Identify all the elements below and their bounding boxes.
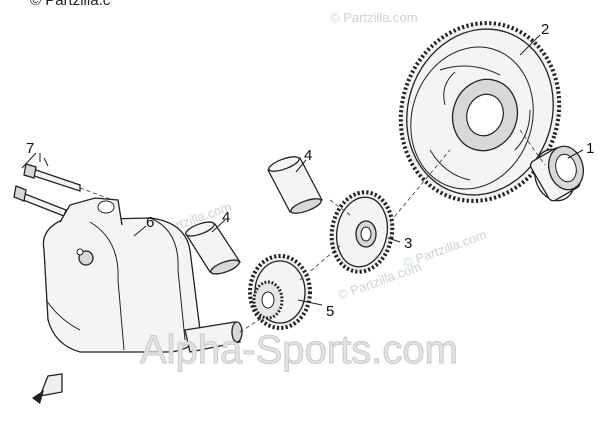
idler-gear-part: [329, 190, 395, 274]
pin-part-lower: [185, 221, 242, 275]
ring-gear-part: [398, 21, 562, 203]
leader-line-1: [567, 149, 584, 159]
leader-line-2: [519, 34, 541, 56]
callout-3: 3: [404, 235, 412, 252]
leader-line-5: [297, 299, 323, 306]
leader-line-7: [21, 152, 49, 169]
alpha-sports-watermark: Alpha-Sports.com: [140, 328, 458, 372]
callout-6: 6: [146, 214, 154, 231]
axis-line: [299, 245, 341, 281]
direction-arrow-icon: [32, 373, 63, 404]
callout-4a: 4: [304, 147, 312, 164]
bearing-part: [529, 145, 585, 202]
starter-motor-part: [42, 197, 263, 353]
leader-line-6: [133, 225, 147, 237]
callout-5: 5: [326, 303, 334, 320]
leader-line-3: [387, 237, 401, 243]
callout-1: 1: [586, 140, 594, 157]
axis-line: [519, 129, 546, 166]
axis-line: [389, 149, 451, 223]
leader-line-4b: [211, 219, 226, 233]
callout-4b: 4: [222, 209, 230, 226]
watermark-text: © Partzilla.com: [330, 10, 418, 25]
leader-line-4a: [295, 159, 307, 173]
callout-7: 7: [26, 140, 34, 157]
pin-part-upper: [267, 156, 323, 214]
callout-2: 2: [541, 21, 549, 38]
reduction-gear-part: [248, 254, 312, 330]
top-watermark: © Partzilla.c: [30, 0, 111, 9]
bolt-parts: [13, 163, 119, 223]
